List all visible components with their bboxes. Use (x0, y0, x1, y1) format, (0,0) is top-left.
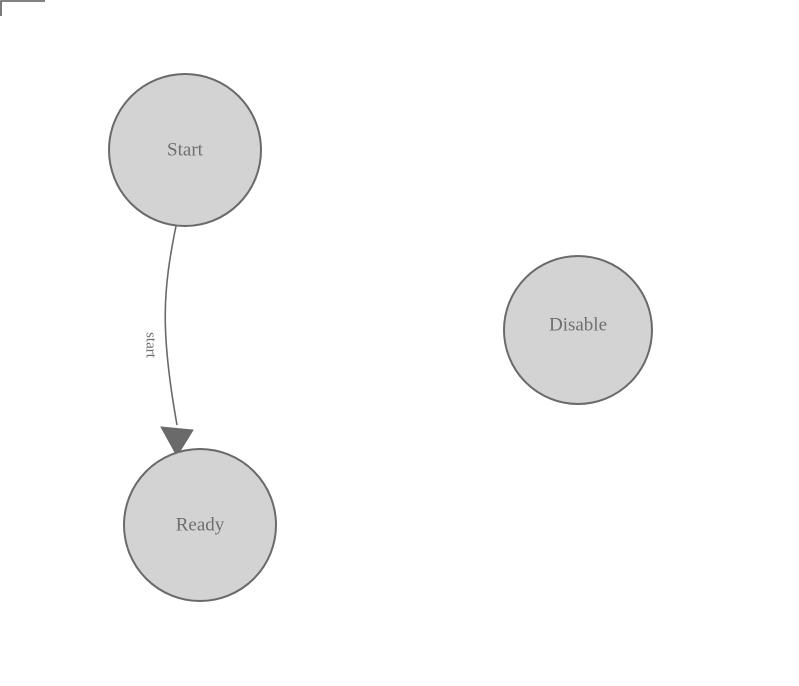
node-disable-label: Disable (549, 314, 607, 335)
arrowhead-icon (160, 426, 194, 457)
crop-corner-bracket-icon (0, 0, 45, 16)
node-disable-circle[interactable] (503, 255, 653, 405)
node-ready[interactable]: Ready (123, 448, 277, 602)
edge-start-to-ready[interactable]: start (143, 225, 194, 457)
node-start[interactable]: Start (108, 73, 262, 227)
edge-path (164, 225, 178, 426)
node-ready-circle[interactable] (123, 448, 277, 602)
node-start-circle[interactable] (108, 73, 262, 227)
edge-label-start: start (143, 332, 159, 359)
node-start-label: Start (167, 139, 204, 160)
node-disable[interactable]: Disable (503, 255, 653, 405)
node-ready-label: Ready (176, 514, 225, 535)
